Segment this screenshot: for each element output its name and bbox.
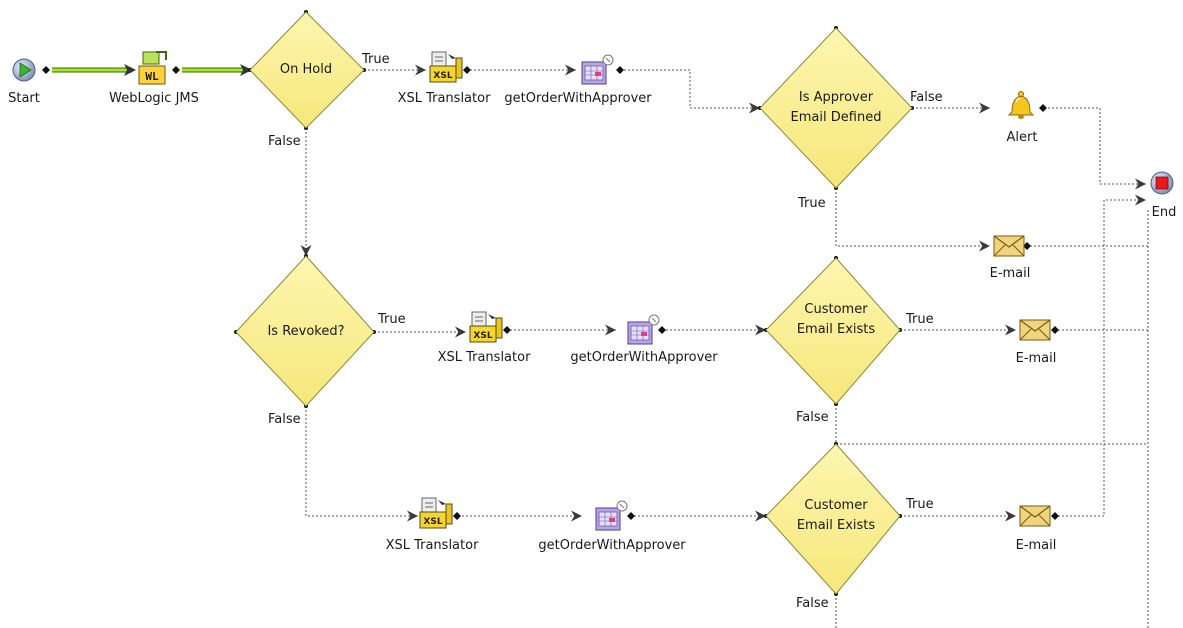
branch-label-revoked-false: False [268,412,301,427]
branch-label-approver-true: True [798,196,826,211]
weblogic-jms-icon[interactable]: WL [138,51,167,85]
decision-is-revoked[interactable] [235,255,375,407]
branch-label-on-hold-false: False [268,134,301,149]
decision-is-approver-email-defined[interactable] [759,27,913,189]
edge-email3-end [1058,194,1146,517]
database-operation-icon[interactable] [581,54,614,85]
branch-label-revoked-true: True [378,312,406,327]
edge-alert-end [1048,107,1146,190]
xsl-translator-icon[interactable]: XSL [469,311,503,343]
branch-label-cust2-false: False [796,596,829,611]
svg-text:XSL: XSL [423,517,442,527]
node-label-email-1: E-mail [989,266,1031,281]
branch-label-on-hold-true: True [362,52,390,67]
envelope-icon[interactable] [1019,505,1051,527]
decision-label-is-revoked: Is Revoked? [267,324,345,339]
jms-flow [52,64,258,76]
node-label-weblogic-jms: WebLogic JMS [109,91,199,106]
decision-customer-email-exists-1[interactable] [765,257,901,405]
edge-get1-approver [624,69,760,114]
node-label-email-2: E-mail [1015,351,1057,366]
decision-on-hold[interactable] [249,11,365,129]
node-label-xsl-translator-3: XSL Translator [385,538,479,553]
envelope-icon[interactable] [1019,319,1051,341]
edge-approver-true [835,188,990,252]
node-label-get-order-3: getOrderWithApprover [538,538,686,553]
edge-email1-end [1030,210,1149,247]
connectors [300,64,1149,628]
node-label-get-order-1: getOrderWithApprover [504,91,652,106]
node-label-xsl-translator-2: XSL Translator [437,350,531,365]
database-operation-icon[interactable] [595,500,628,531]
branch-label-cust1-true: True [906,312,934,327]
xsl-translator-icon[interactable]: XSL [419,497,453,529]
branch-label-cust1-false: False [796,410,829,425]
branch-label-approver-false: False [910,90,943,105]
node-label-xsl-translator-1: XSL Translator [397,91,491,106]
svg-text:XSL: XSL [473,331,492,341]
decision-label-is-approver: Is Approver Email Defined [790,90,882,125]
decision-label-customer-email-1: Customer Email Exists [796,302,876,337]
node-label-email-3: E-mail [1015,538,1057,553]
branch-label-cust2-true: True [906,497,934,512]
xsl-translator-icon[interactable]: XSL [429,51,463,83]
stop-circle-icon[interactable] [1150,171,1174,195]
edge-cust1-false [835,404,1148,445]
decision-label-on-hold: On Hold [279,62,333,77]
svg-text:XSL: XSL [433,71,452,81]
node-label-start: Start [8,91,40,106]
node-label-get-order-2: getOrderWithApprover [570,350,718,365]
node-label-alert: Alert [1006,130,1038,145]
decision-label-customer-email-2: Customer Email Exists [796,498,876,533]
svg-text:WL: WL [145,70,159,83]
bell-icon[interactable] [1007,91,1035,120]
play-circle-icon[interactable] [12,58,36,82]
envelope-icon[interactable] [993,235,1025,257]
database-operation-icon[interactable] [627,314,660,345]
edge-revoked-false [305,406,418,522]
decision-customer-email-exists-2[interactable] [765,443,901,595]
node-label-end: End [1151,205,1177,220]
